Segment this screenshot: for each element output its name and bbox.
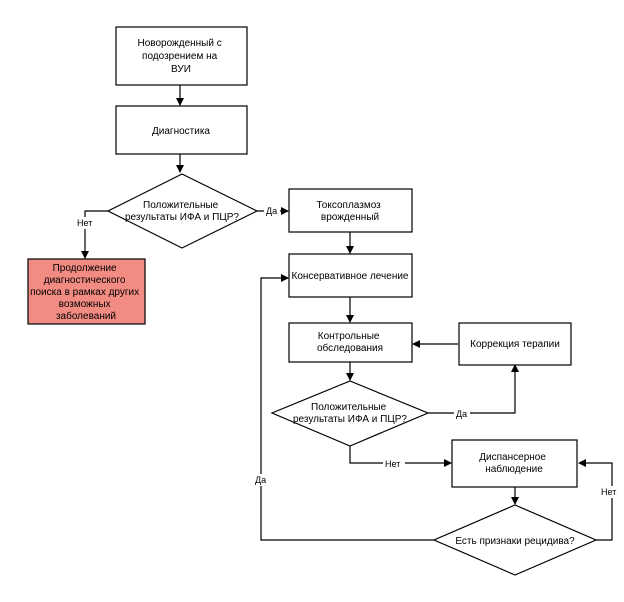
node-correction-text: Коррекция терапии (470, 339, 560, 350)
node-relapse-text: Есть признаки рецидива? (455, 536, 575, 547)
node-dispensary-text: Диспансерное наблюдение (479, 452, 548, 475)
label-relapse-no: Нет (601, 487, 616, 497)
label-decision1-no: Нет (77, 218, 92, 228)
node-dispensary: Диспансерное наблюдение (451, 439, 578, 488)
node-newborn-text: Новорожденный с подозрением на ВУИ (137, 38, 224, 75)
node-correction: Коррекция терапии (458, 322, 572, 366)
edge-decision2-yes (428, 364, 519, 414)
edge-relapse-no (578, 459, 613, 541)
node-continue-search-text: Продолжение диагностического поиска в ра… (30, 263, 142, 322)
node-toxoplasmosis: Токсоплазмоз врожденный (288, 188, 413, 233)
label-decision1-yes: Да (266, 206, 277, 216)
node-newborn: Новорожденный с подозрением на ВУИ (115, 26, 248, 86)
label-relapse-yes: Да (255, 475, 266, 485)
edge-decision2-no (349, 446, 452, 467)
node-control: Контрольные обследования (288, 322, 413, 363)
edge-relapse-yes (260, 274, 434, 541)
node-conservative: Консервативное лечение (288, 253, 413, 298)
node-decision2: Положительные результаты ИФА и ПЦР? (270, 380, 430, 447)
node-diagnostics: Диагностика (115, 105, 248, 155)
node-control-text: Контрольные обследования (317, 331, 383, 354)
node-conservative-text: Консервативное лечение (292, 271, 409, 282)
node-decision1-text: Положительные результаты ИФА и ПЦР? (125, 200, 239, 223)
node-decision2-text: Положительные результаты ИФА и ПЦР? (293, 402, 407, 425)
node-relapse: Есть признаки рецидива? (432, 504, 598, 576)
edges (81, 85, 613, 541)
node-toxoplasmosis-text: Токсоплазмоз врожденный (316, 200, 383, 223)
node-decision1: Положительные результаты ИФА и ПЦР? (106, 173, 259, 249)
edge-decision1-no (81, 210, 108, 259)
edge-labels: Нет Да Да Нет Да Нет (76, 205, 622, 498)
label-decision2-no: Нет (385, 459, 400, 469)
label-decision2-yes: Да (456, 409, 467, 419)
node-diagnostics-text: Диагностика (152, 126, 210, 137)
node-continue-search: Продолжение диагностического поиска в ра… (27, 258, 146, 325)
